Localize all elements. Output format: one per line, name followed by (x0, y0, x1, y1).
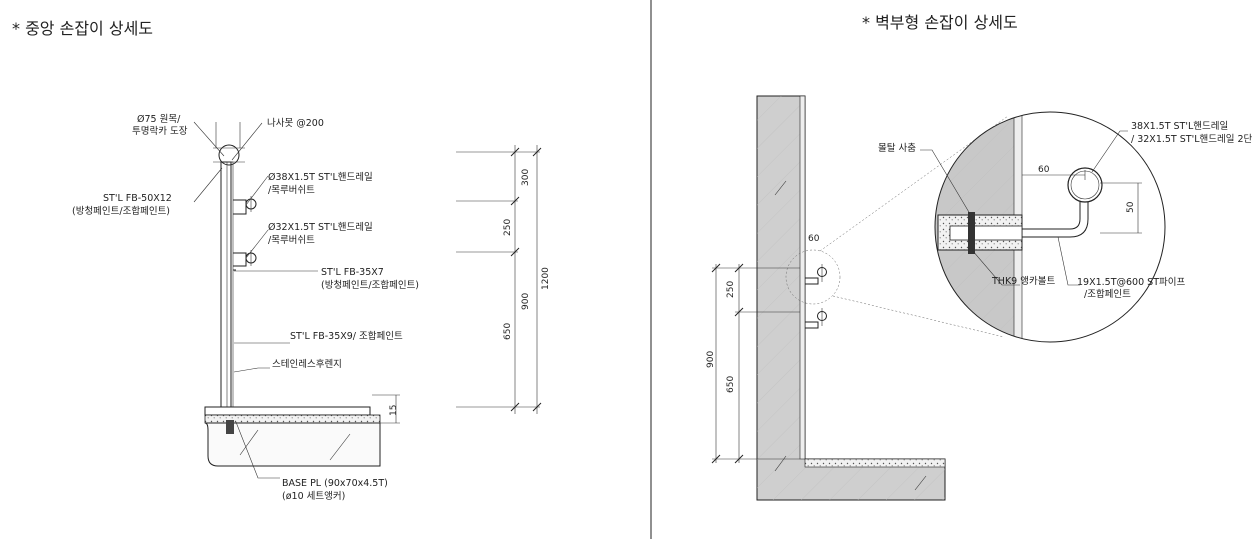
rail32-bracket (233, 252, 247, 267)
dim-300: 300 (521, 169, 531, 186)
zoom-detail (934, 111, 1166, 343)
mortar-label: 몰탈 사춤 (878, 142, 916, 154)
right-leaders (920, 130, 1128, 286)
screw-label: 나사못 @200 (267, 118, 324, 129)
stainless-label: 스테인레스후렌지 (272, 359, 342, 370)
right-dim-250: 250 (726, 281, 736, 298)
fb35x7-label-1: ST'L FB-35X7 (321, 267, 384, 278)
rail38-label-2: /목루버쉬트 (268, 185, 315, 196)
anchor-label: THK9 앵카볼트 (991, 276, 1055, 287)
detail-marker-circle (785, 249, 841, 305)
wall-bracket-lower (805, 308, 827, 329)
cap-label-2: 투명락카 도장 (132, 125, 188, 137)
fb35x7-label-2: (방청페인트/조합페인트) (321, 280, 419, 291)
rail38-bracket (233, 199, 247, 215)
floor-finish (804, 458, 946, 468)
small-dim-60: 60 (808, 234, 820, 244)
pipe-label-1: 19X1.5T@600 ST파이프 (1077, 277, 1185, 288)
post-label-1: ST'L FB-50X12 (103, 193, 172, 204)
wall-finish (799, 95, 806, 460)
right-dimension-lines (711, 263, 800, 464)
dim-900: 900 (521, 293, 531, 310)
post-label-2: (방청페인트/조합페인트) (72, 206, 170, 217)
dim-15: 15 (389, 405, 399, 416)
dim-250: 250 (503, 219, 513, 236)
rail32-label-1: Ø32X1.5T ST'L핸드레일 (268, 221, 373, 233)
rail38-label-1: Ø38X1.5T ST'L핸드레일 (268, 171, 373, 183)
base-label-1: BASE PL (90x70x4.5T) (282, 478, 388, 489)
right-dim-900: 900 (706, 351, 716, 368)
rail-label-2: / 32X1.5T ST'L핸드레일 2단 (1131, 133, 1253, 145)
wall-bracket-upper (805, 264, 827, 285)
steel-post (220, 161, 232, 408)
right-dim-650: 650 (726, 376, 736, 393)
left-leaders (193, 121, 318, 479)
floor-slab (204, 406, 371, 416)
cap-label-1: Ø75 원목/ (137, 114, 181, 125)
rail-label-1: 38X1.5T ST'L핸드레일 (1131, 120, 1228, 132)
pipe-label-2: /조합페인트 (1084, 289, 1131, 300)
fb35x9-label: ST'L FB-35X9/ 조합페인트 (290, 331, 403, 342)
right-section-title: * 벽부형 손잡이 상세도 (862, 13, 1018, 32)
wood-cap (218, 144, 240, 166)
dim-650: 650 (503, 323, 513, 340)
rail32-label-2: /목루버쉬트 (268, 235, 315, 246)
handrail-tube (1067, 167, 1103, 203)
zoom-dim-60: 60 (1038, 165, 1050, 175)
base-label-2: (ø10 세트앵커) (282, 491, 345, 502)
zoom-dim-50: 50 (1126, 201, 1136, 213)
dim-1200: 1200 (541, 267, 551, 290)
left-dimension-lines (372, 145, 542, 424)
left-section-title: * 중앙 손잡이 상세도 (12, 19, 153, 38)
